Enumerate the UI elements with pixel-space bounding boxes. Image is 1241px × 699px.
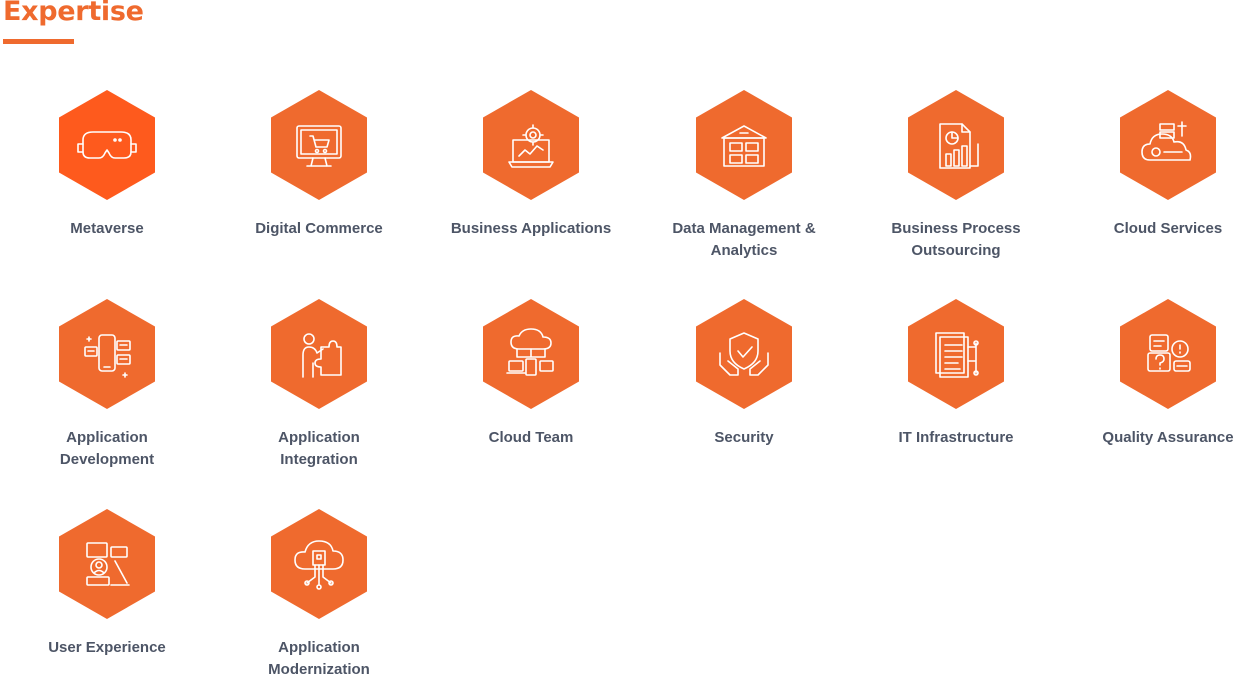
data-warehouse-icon — [695, 90, 793, 200]
user-design-icon — [58, 509, 156, 619]
expertise-label: Metaverse — [70, 220, 144, 237]
document-network-icon — [907, 299, 1005, 409]
expertise-label: Application Modernization — [268, 639, 370, 678]
expertise-tile[interactable]: Application Development — [1, 299, 213, 489]
expertise-tile[interactable]: Digital Commerce — [213, 90, 425, 280]
expertise-tile[interactable]: Quality Assurance — [1062, 299, 1241, 489]
mobile-app-icon — [58, 299, 156, 409]
expertise-label: Application Development — [59, 429, 155, 468]
cloud-server-icon — [1119, 90, 1217, 200]
expertise-tile[interactable]: IT Infrastructure — [850, 299, 1062, 489]
shield-hands-icon — [695, 299, 793, 409]
expertise-tile[interactable]: Business Applications — [425, 90, 637, 280]
expertise-tile[interactable]: Application Integration — [213, 299, 425, 489]
expertise-label: User Experience — [48, 639, 166, 656]
expertise-tile[interactable]: Metaverse — [1, 90, 213, 280]
expertise-tile[interactable]: Security — [638, 299, 850, 489]
expertise-label: Cloud Team — [488, 429, 574, 446]
report-chart-icon — [907, 90, 1005, 200]
cloud-chip-icon — [270, 509, 368, 619]
section-title: Expertise — [3, 0, 144, 27]
expertise-label: Business Process Outsourcing — [891, 220, 1021, 259]
expertise-label: Business Applications — [450, 220, 612, 237]
expertise-tile[interactable]: Cloud Services — [1062, 90, 1241, 280]
expertise-label: IT Infrastructure — [898, 429, 1014, 446]
expertise-tile[interactable]: User Experience — [1, 509, 213, 699]
shopping-cart-monitor-icon — [270, 90, 368, 200]
cloud-devices-icon — [482, 299, 580, 409]
question-chat-icon — [1119, 299, 1217, 409]
expertise-label: Cloud Services — [1113, 220, 1223, 237]
vr-headset-icon — [58, 90, 156, 200]
expertise-label: Data Management & Analytics — [672, 220, 816, 259]
expertise-label: Digital Commerce — [255, 220, 383, 237]
expertise-label: Application Integration — [278, 429, 360, 468]
expertise-tile[interactable]: Application Modernization — [213, 509, 425, 699]
expertise-label: Security — [714, 429, 774, 446]
title-underline — [3, 39, 74, 44]
expertise-tile[interactable]: Data Management & Analytics — [638, 90, 850, 280]
expertise-tile[interactable]: Business Process Outsourcing — [850, 90, 1062, 280]
expertise-label: Quality Assurance — [1102, 429, 1234, 446]
expertise-tile[interactable]: Cloud Team — [425, 299, 637, 489]
laptop-gear-icon — [482, 90, 580, 200]
puzzle-person-icon — [270, 299, 368, 409]
